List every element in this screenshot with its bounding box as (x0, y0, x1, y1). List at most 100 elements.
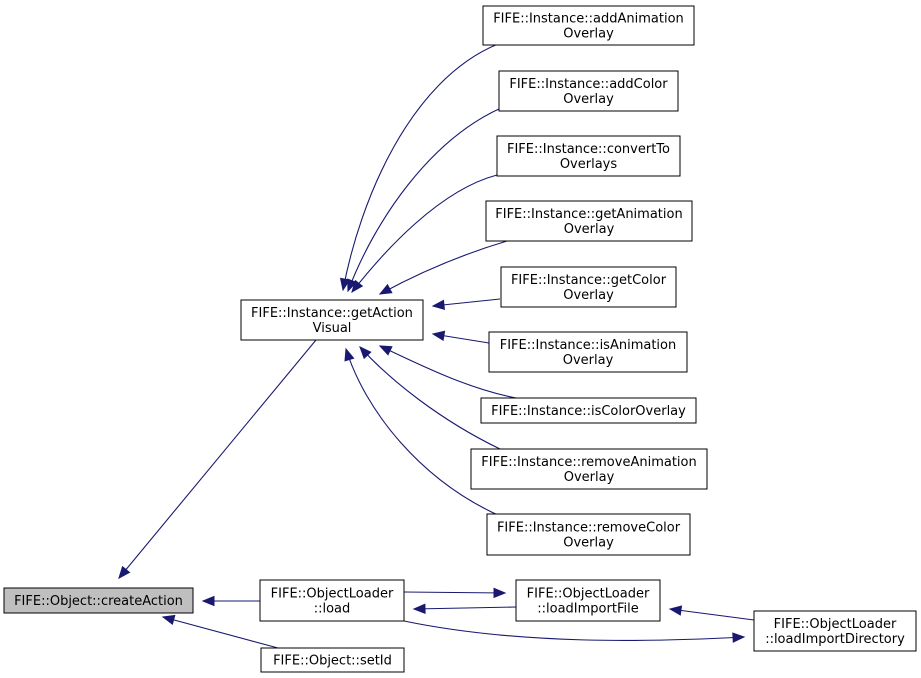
edge-load-to-loadImportFile (403, 587, 507, 599)
arrowhead (118, 565, 131, 580)
arrowhead (344, 347, 355, 362)
edge-load-to-loadImportDirectory (403, 620, 746, 643)
node-box[interactable] (259, 579, 405, 622)
node-label-line: FIFE::ObjectLoader (774, 617, 897, 632)
node-label-line: FIFE::ObjectLoader (527, 587, 650, 602)
node-label-line: FIFE::Instance::isAnimation (500, 338, 676, 353)
node-box[interactable] (3, 587, 194, 614)
arrowhead (412, 603, 426, 615)
edge-line (413, 606, 517, 610)
node-label-line: FIFE::Instance::removeColor (497, 521, 681, 536)
node-load[interactable]: FIFE::ObjectLoader::load (259, 579, 405, 622)
edge-loadImportFile-to-load (412, 603, 517, 615)
arrowhead (668, 605, 683, 616)
arrowhead (351, 279, 364, 294)
arrowhead (431, 330, 446, 342)
node-label-line: Overlay (564, 222, 615, 237)
edge-line (669, 608, 755, 621)
arrowhead (347, 278, 357, 293)
node-label-line: FIFE::Instance::removeAnimation (481, 455, 696, 470)
node-loadImportDirectory[interactable]: FIFE::ObjectLoader::loadImportDirectory (753, 610, 917, 652)
edge-isAnimationOverlay-to-getActionVisual (431, 330, 490, 344)
node-label-line: FIFE::Instance::isColorOverlay (491, 404, 686, 419)
edge-line (345, 348, 501, 517)
node-box[interactable] (496, 135, 681, 177)
node-isColorOverlay[interactable]: FIFE::Instance::isColorOverlay (480, 397, 697, 424)
edge-isColorOverlay-to-getActionVisual (378, 345, 522, 400)
node-box[interactable] (486, 513, 691, 556)
node-label-line: Visual (313, 321, 352, 336)
edge-line (162, 616, 279, 649)
arrowhead (493, 587, 507, 599)
node-label-line: FIFE::Object::setId (273, 654, 392, 669)
node-box[interactable] (485, 200, 693, 242)
edge-getAnimationOverlay-to-getActionVisual (378, 240, 508, 295)
edge-line (403, 620, 745, 642)
edge-load-to-createAction (201, 595, 260, 607)
node-label-line: FIFE::Instance::addColor (509, 77, 668, 92)
edge-line (342, 43, 499, 291)
edge-removeAnimationOverlay-to-getActionVisual (359, 346, 501, 450)
node-label-line: FIFE::Instance::getAction (251, 306, 413, 321)
arrowhead (201, 595, 215, 607)
node-label-line: Overlay (563, 353, 614, 368)
edge-line (379, 345, 522, 400)
node-setId[interactable]: FIFE::Object::setId (260, 647, 405, 673)
edge-getColorOverlay-to-getActionVisual (431, 298, 501, 310)
arrowhead (732, 632, 746, 643)
nodes-layer: FIFE::Object::createAction FIFE::Instance… (3, 5, 917, 673)
node-label-line: Overlay (563, 27, 614, 42)
edge-line (359, 346, 501, 450)
edge-line (403, 591, 506, 594)
node-label-line: FIFE::Instance::convertTo (507, 142, 670, 157)
node-label-line: FIFE::ObjectLoader (271, 587, 394, 602)
node-label-line: FIFE::Instance::getAnimation (495, 207, 682, 222)
node-label-line: Overlay (564, 470, 615, 485)
node-box[interactable] (500, 266, 677, 308)
edge-getActionVisual-to-createAction (118, 339, 317, 580)
edge-loadImportDirectory-to-loadImportFile (668, 605, 755, 621)
node-box[interactable] (240, 299, 424, 341)
edge-line (351, 174, 498, 293)
node-box[interactable] (470, 448, 708, 490)
edge-removeColorOverlay-to-getActionVisual (344, 347, 501, 517)
node-label-line: ::load (314, 602, 351, 617)
node-label-line: Overlay (563, 536, 614, 551)
node-box[interactable] (753, 610, 917, 652)
node-box[interactable] (482, 5, 695, 46)
node-label-line: ::loadImportFile (537, 602, 638, 617)
node-createAction[interactable]: FIFE::Object::createAction (3, 587, 194, 614)
node-box[interactable] (515, 579, 661, 622)
node-box[interactable] (488, 331, 688, 373)
node-label-line: FIFE::Object::createAction (14, 594, 183, 609)
edge-setId-to-createAction (161, 614, 279, 649)
node-label-line: FIFE::Instance::addAnimation (493, 12, 684, 27)
edge-line (347, 107, 502, 292)
arrowhead (161, 614, 176, 626)
node-box[interactable] (498, 70, 679, 112)
arrowhead (378, 345, 393, 356)
node-label-line: Overlays (560, 157, 618, 172)
edge-line (379, 240, 508, 295)
edge-line (118, 339, 317, 579)
arrowhead (431, 299, 445, 310)
arrowhead (359, 346, 372, 360)
edge-addColorOverlay-to-getActionVisual (347, 107, 502, 293)
node-box[interactable] (260, 647, 405, 673)
edge-convertToOverlays-to-getActionVisual (351, 174, 498, 294)
node-label-line: Overlay (563, 288, 614, 303)
node-loadImportFile[interactable]: FIFE::ObjectLoader::loadImportFile (515, 579, 661, 622)
edges-layer (118, 43, 755, 649)
node-box[interactable] (480, 397, 697, 424)
node-label-line: FIFE::Instance::getColor (511, 273, 667, 288)
